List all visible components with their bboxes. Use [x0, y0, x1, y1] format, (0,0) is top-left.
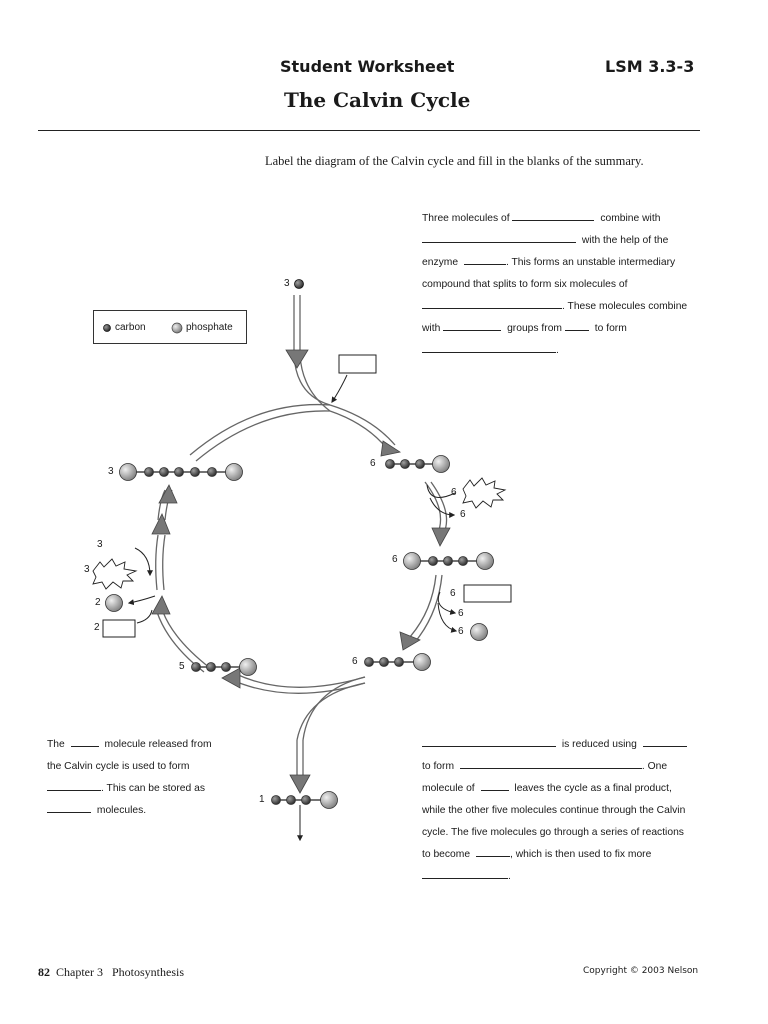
count-left-box: 2	[94, 622, 100, 633]
reduction-label-box[interactable]	[463, 584, 512, 603]
instructions: Label the diagram of the Calvin cycle an…	[265, 154, 644, 168]
blank-field[interactable]	[512, 210, 595, 221]
blank-field[interactable]	[475, 846, 510, 857]
footer-left: 82 Chapter 3 Photosynthesis	[38, 965, 184, 980]
count-exit: 1	[259, 794, 265, 805]
phosphate-icon	[171, 322, 183, 334]
count-lower-out2: 6	[458, 626, 464, 637]
g3p-remaining-molecule	[191, 658, 257, 676]
count-top-right: 6	[370, 458, 376, 469]
page-number: 82	[38, 965, 50, 979]
blank-field[interactable]	[443, 320, 502, 331]
label-boxes	[102, 354, 512, 638]
summary-left: The molecule released from the Calvin cy…	[47, 734, 212, 822]
blank-field[interactable]	[70, 736, 99, 747]
blank-field[interactable]	[564, 320, 589, 331]
chapter-topic: Photosynthesis	[112, 965, 185, 979]
blank-field[interactable]	[422, 868, 508, 879]
count-left-top: 3	[97, 539, 103, 550]
g3p-exit-molecule	[271, 791, 338, 809]
count-middle-right: 6	[392, 554, 398, 565]
phosphate-input	[105, 594, 123, 612]
cycle-arcs	[155, 295, 448, 778]
rubp-molecule	[119, 463, 243, 481]
chapter-label: Chapter 3	[56, 965, 103, 979]
legend-icons	[103, 322, 183, 334]
header-divider	[38, 130, 700, 131]
count-top-left: 3	[108, 466, 114, 477]
copyright: Copyright © 2003 Nelson	[583, 966, 699, 976]
count-lower-out1: 6	[458, 608, 464, 619]
blank-field[interactable]	[480, 780, 509, 791]
count-right-out: 6	[460, 509, 466, 520]
worksheet-label: Student Worksheet	[280, 57, 455, 76]
summary-top: Three molecules of combine with with the…	[422, 208, 687, 362]
legend-phosphate-label: phosphate	[186, 322, 233, 333]
phosphate-released	[470, 623, 488, 641]
burst-icon	[92, 558, 138, 590]
count-left-burst: 3	[84, 564, 90, 575]
enzyme-label-box[interactable]	[338, 354, 377, 374]
blank-field[interactable]	[47, 802, 91, 813]
blank-field[interactable]	[422, 736, 556, 747]
bisphosphoglycerate-molecule	[403, 552, 494, 570]
side-arrows	[127, 374, 458, 842]
molecules	[105, 279, 494, 809]
blank-field[interactable]	[422, 232, 576, 243]
count-bottom-left: 5	[179, 661, 185, 672]
count-bottom-right: 6	[352, 656, 358, 667]
g3p-molecule	[364, 653, 431, 671]
energy-bursts	[92, 477, 507, 590]
burst-icon	[462, 477, 507, 509]
carbon-icon	[103, 324, 111, 332]
summary-right: is reduced using to form . One molecule …	[422, 734, 687, 888]
count-left-phosphate: 2	[95, 597, 101, 608]
co2-molecule	[294, 279, 304, 289]
count-right-in: 6	[451, 487, 457, 498]
cycle-arrowheads	[151, 349, 451, 794]
pga-molecule	[385, 455, 450, 473]
legend-carbon-label: carbon	[115, 322, 146, 333]
count-lower-in: 6	[450, 588, 456, 599]
legend-box: carbon phosphate	[93, 310, 247, 344]
blank-field[interactable]	[422, 298, 562, 309]
blank-field[interactable]	[463, 254, 506, 265]
count-co2-in: 3	[284, 278, 290, 289]
input-label-box[interactable]	[102, 619, 136, 638]
blank-field[interactable]	[422, 342, 556, 353]
worksheet-code: LSM 3.3-3	[605, 57, 695, 76]
blank-field[interactable]	[459, 758, 642, 769]
page-title: The Calvin Cycle	[284, 88, 471, 112]
blank-field[interactable]	[642, 736, 687, 747]
blank-field[interactable]	[47, 780, 101, 791]
